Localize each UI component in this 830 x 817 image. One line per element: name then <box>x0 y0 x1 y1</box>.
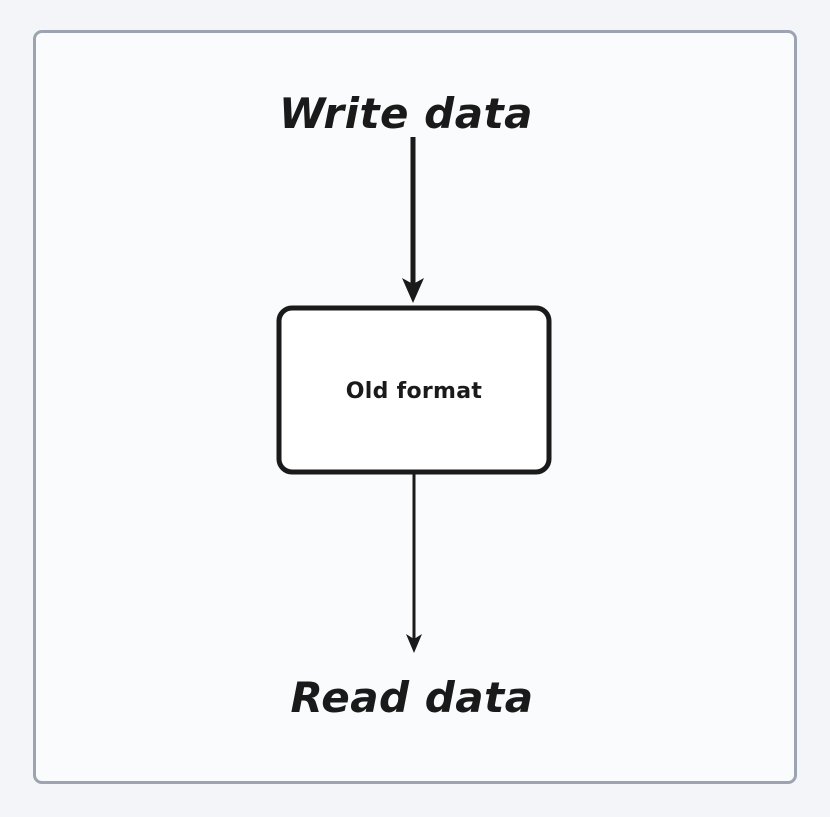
node-old-format[interactable]: Old format <box>276 305 552 475</box>
edge-write-to-old-format <box>402 137 424 303</box>
edge-write-to-old-format-arrowhead <box>402 278 424 303</box>
edge-old-format-to-read-arrowhead <box>406 634 422 653</box>
node-old-format-label: Old format <box>346 379 483 404</box>
edge-old-format-to-read <box>406 472 422 653</box>
label-write-data: Write data <box>279 89 533 138</box>
label-read-data: Read data <box>290 673 533 722</box>
